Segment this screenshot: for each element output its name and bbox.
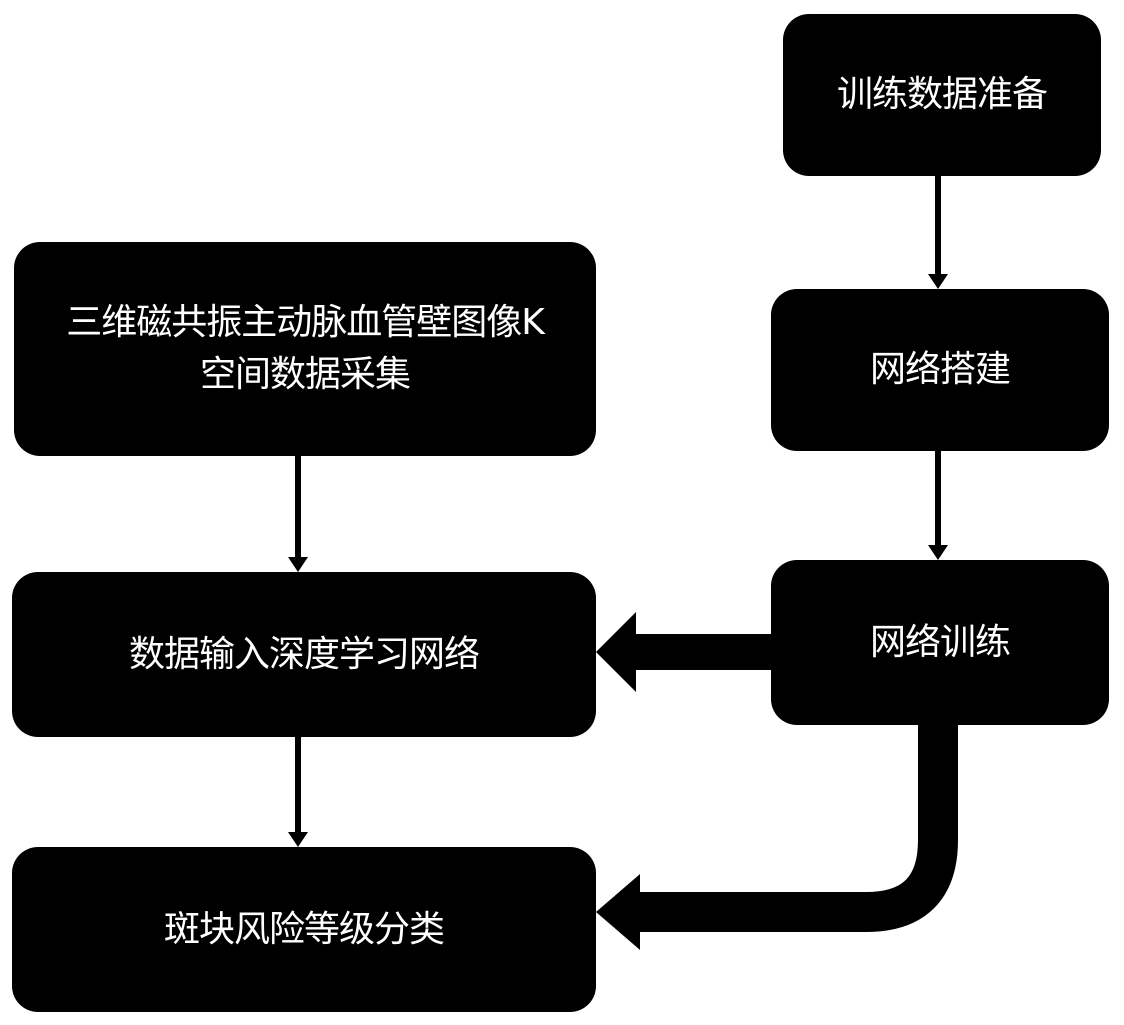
node-plaque-risk-classification: 斑块风险等级分类	[12, 847, 596, 1012]
node-network-training: 网络训练	[771, 560, 1109, 725]
arrowhead-prepare-to-build	[928, 274, 948, 289]
node-label: 斑块风险等级分类	[164, 904, 444, 956]
node-label: 训练数据准备	[837, 69, 1047, 121]
arrowhead-acquire-to-input	[288, 557, 308, 572]
node-label: 网络搭建	[870, 344, 1010, 396]
arrowhead-input-to-classify	[288, 832, 308, 847]
node-kspace-data-acquisition: 三维磁共振主动脉血管壁图像K空间数据采集	[14, 242, 596, 456]
node-network-construction: 网络搭建	[771, 289, 1109, 451]
arrow-train-to-classify	[636, 725, 938, 912]
arrowhead-build-to-train	[928, 545, 948, 560]
arrowhead-train-to-classify	[596, 874, 640, 950]
node-label: 数据输入深度学习网络	[129, 629, 479, 681]
node-label: 网络训练	[870, 617, 1010, 669]
node-label: 三维磁共振主动脉血管壁图像K空间数据采集	[55, 297, 555, 401]
node-data-input-deep-learning: 数据输入深度学习网络	[12, 572, 596, 737]
node-training-data-preparation: 训练数据准备	[783, 14, 1101, 176]
arrowhead-train-to-input	[596, 612, 636, 692]
arrow-train-to-input	[634, 634, 771, 670]
